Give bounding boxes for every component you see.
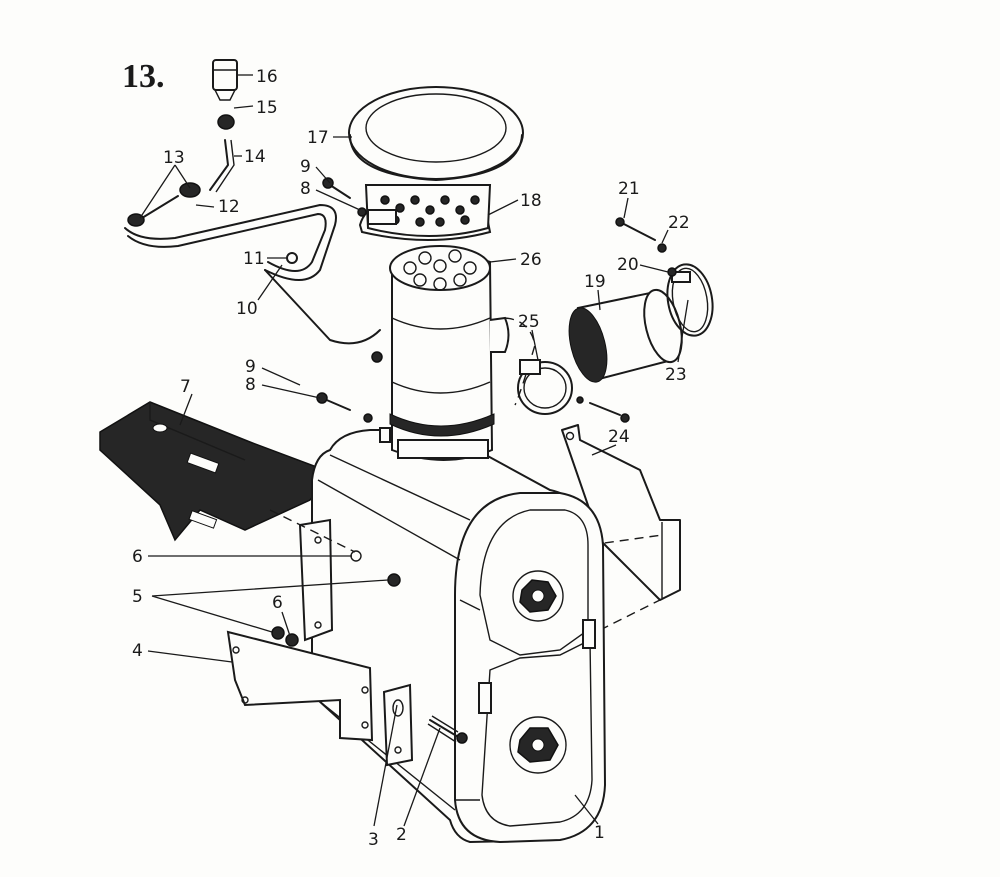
callout-25: 25 xyxy=(518,312,540,332)
callout-20: 20 xyxy=(617,255,639,275)
callout-22: 22 xyxy=(668,213,690,233)
pipe-14 xyxy=(209,139,235,193)
bolt-lower-right xyxy=(576,396,630,423)
strap-4 xyxy=(226,630,374,742)
callout-9-upper: 9 xyxy=(300,157,311,177)
nut-5b xyxy=(271,626,285,640)
callout-13: 13 xyxy=(163,148,185,168)
latch-left xyxy=(478,682,492,714)
air-filter-housing-1 xyxy=(311,429,607,844)
bolt-21 xyxy=(615,217,656,241)
mounting-bracket-7 xyxy=(99,401,332,542)
adapter-15 xyxy=(217,114,235,130)
leader-lines xyxy=(139,74,689,827)
figure-number: 13. xyxy=(122,58,165,95)
callout-16: 16 xyxy=(256,67,278,87)
callout-19: 19 xyxy=(584,272,606,292)
callout-8-lower: 8 xyxy=(245,375,256,395)
callout-12: 12 xyxy=(218,197,240,217)
dashed-guide-6 xyxy=(269,509,356,553)
connector-13 xyxy=(127,182,201,227)
callout-17: 17 xyxy=(307,128,329,148)
plate-3 xyxy=(382,683,414,767)
bolt-2 xyxy=(427,715,468,744)
bolt-9-lower xyxy=(316,392,351,411)
callout-23: 23 xyxy=(665,365,687,385)
washer-6b xyxy=(285,633,299,647)
latch-right xyxy=(582,619,596,649)
callout-1: 1 xyxy=(594,823,605,843)
clip-11 xyxy=(286,252,298,264)
nut-mid xyxy=(371,351,383,363)
callout-18: 18 xyxy=(520,191,542,211)
nut-20 xyxy=(667,267,677,277)
callout-11: 11 xyxy=(243,249,265,269)
callout-7: 7 xyxy=(180,377,191,397)
callout-14: 14 xyxy=(244,147,266,167)
callout-2: 2 xyxy=(396,825,407,845)
callout-6-upper: 6 xyxy=(132,547,143,567)
indicator-16 xyxy=(212,59,238,101)
callout-24: 24 xyxy=(608,427,630,447)
bolt-9-upper xyxy=(322,177,351,199)
housing-strap xyxy=(298,518,334,642)
callout-5: 5 xyxy=(132,587,143,607)
nut-5a xyxy=(387,573,401,587)
dashed-guide-24 xyxy=(589,534,663,546)
washer-8-lower xyxy=(363,413,373,423)
drain-valve-lower xyxy=(509,716,567,774)
bracket-24 xyxy=(561,424,681,601)
callout-21: 21 xyxy=(618,179,640,199)
filter-element-26 xyxy=(379,245,536,461)
callout-6-lower: 6 xyxy=(272,593,283,613)
pipe-10 xyxy=(124,204,381,345)
dashed-guide-24b xyxy=(599,599,661,631)
nut-22 xyxy=(657,243,667,253)
tube-clamp xyxy=(367,209,397,225)
callout-4: 4 xyxy=(132,641,143,661)
callout-9-lower: 9 xyxy=(245,357,256,377)
callout-15: 15 xyxy=(256,98,278,118)
callout-8-upper: 8 xyxy=(300,179,311,199)
hose-19 xyxy=(568,288,683,383)
callout-labels: 16 15 14 13 12 11 10 17 9 8 18 26 21 22 … xyxy=(132,67,690,850)
callout-26: 26 xyxy=(520,250,542,270)
hose-clamp-23 xyxy=(666,263,714,337)
hose-clamp-25 xyxy=(517,359,573,415)
callout-10: 10 xyxy=(236,299,258,319)
drain-valve-upper xyxy=(512,570,564,622)
callout-3: 3 xyxy=(368,830,379,850)
